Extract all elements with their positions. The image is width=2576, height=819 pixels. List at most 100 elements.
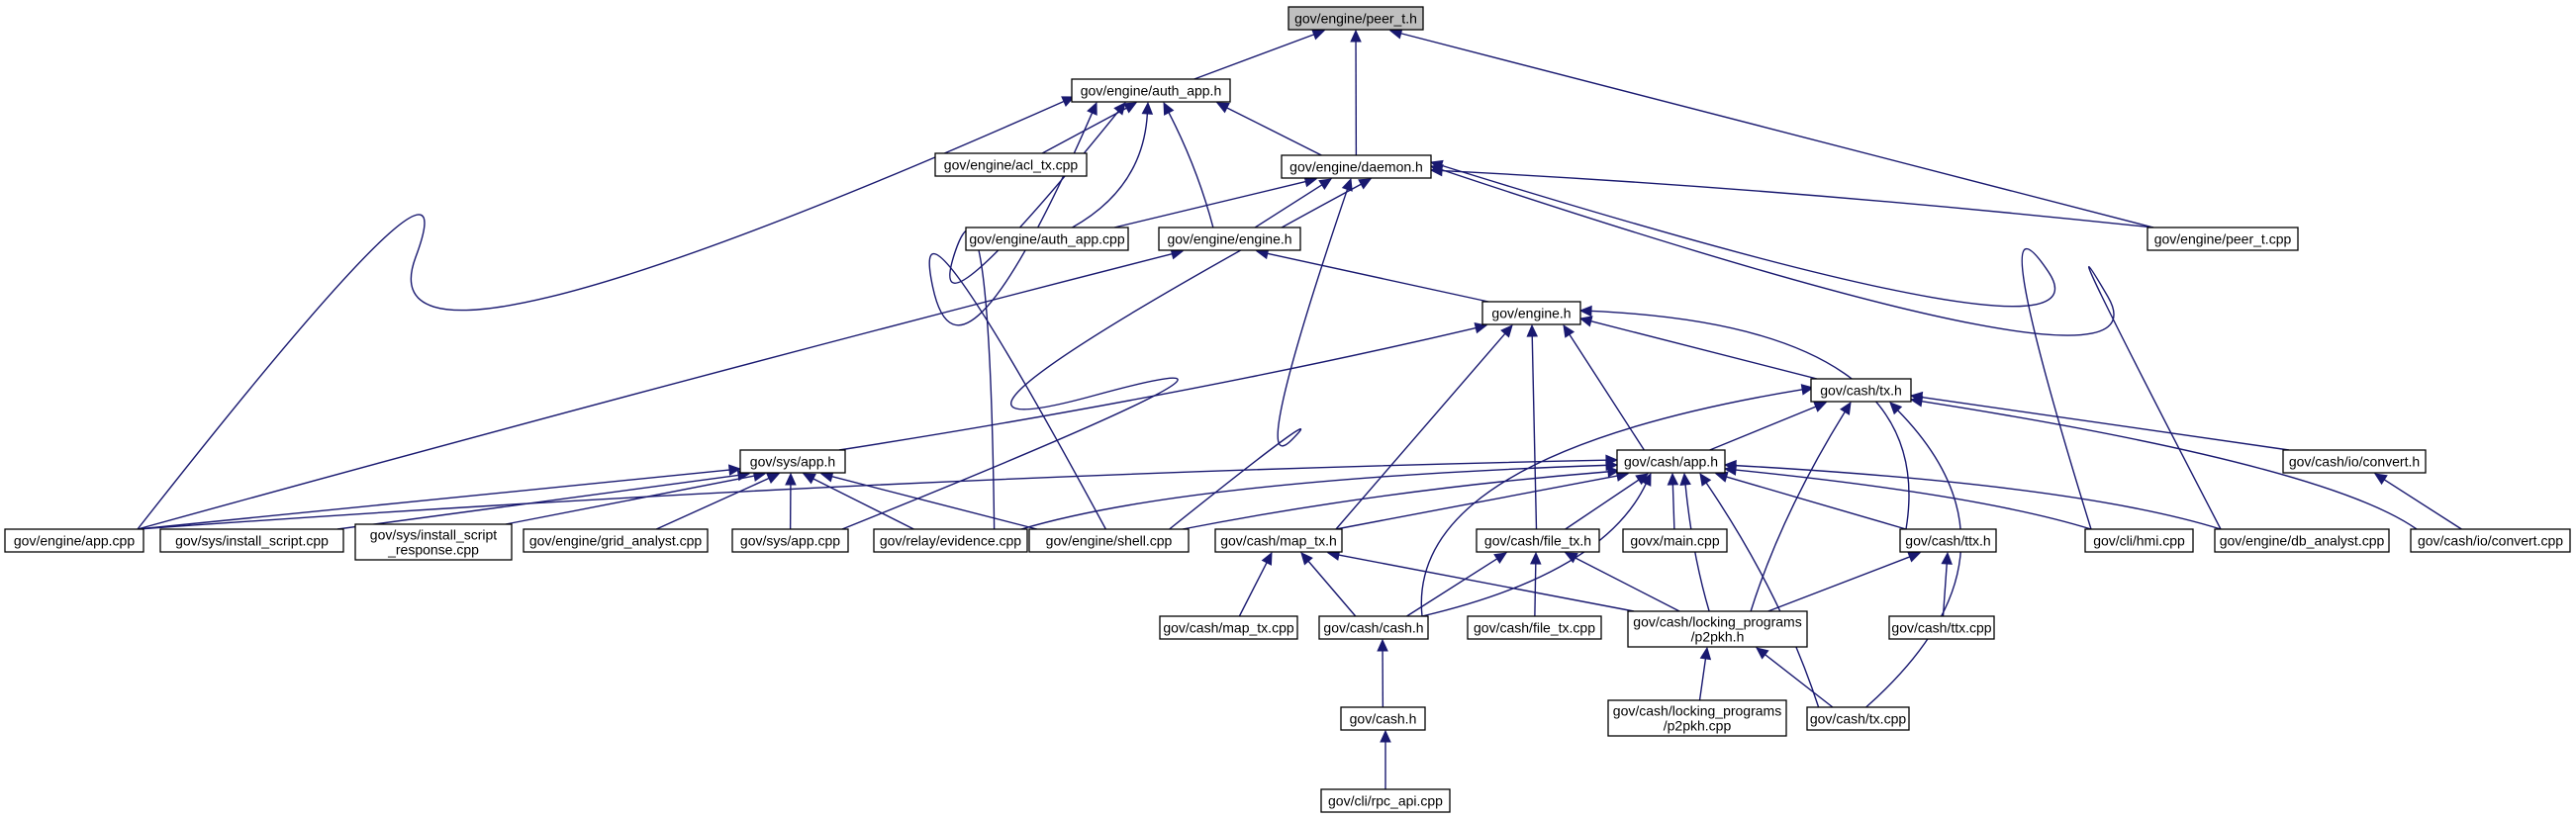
edge-line [505,475,755,525]
node-box[interactable] [1616,449,1726,474]
node-cash-tx-cpp[interactable]: gov/cash/tx.cpp [1806,706,1910,731]
node-box[interactable] [2410,528,2571,553]
node-label: gov/cash/io/convert.cpp [2418,533,2563,549]
node-label: gov/cash/locking_programs [1613,703,1781,719]
node-box[interactable] [1607,699,1787,737]
node-db-analyst-cpp[interactable]: gov/engine/db_analyst.cpp [2214,528,2390,553]
node-auth-app-h[interactable]: gov/engine/auth_app.h [1071,78,1231,103]
node-cash-tx-h[interactable]: gov/cash/tx.h [1810,378,1912,403]
node-box[interactable] [1071,78,1231,103]
node-cash-app-h[interactable]: gov/cash/app.h [1616,449,1726,474]
edge-line [1254,184,1323,228]
arrowhead-icon [1714,471,1729,483]
node-box[interactable] [2084,528,2194,553]
node-box[interactable] [1481,301,1581,325]
node-box[interactable] [965,227,1129,251]
node-label: gov/cash/map_tx.h [1220,533,1337,549]
node-box[interactable] [1627,610,1808,648]
edge-evidence_cpp-to-cash_app_h [1020,459,1619,530]
node-install-script-response-cpp[interactable]: gov/sys/install_script_response.cpp [354,523,513,561]
node-map-tx-cpp[interactable]: gov/cash/map_tx.cpp [1159,615,1298,640]
node-engine-engine-h[interactable]: gov/engine/engine.h [1158,227,1301,251]
edge-line [1182,471,1609,530]
node-box[interactable] [2282,449,2427,474]
node-file-tx-cpp[interactable]: gov/cash/file_tx.cpp [1467,615,1602,640]
arrowhead-icon [1113,102,1126,116]
node-box[interactable] [1476,528,1600,553]
node-box[interactable] [159,528,344,553]
node-label: gov/cli/hmi.cpp [2093,533,2185,549]
arrowhead-icon [1756,647,1769,660]
node-box[interactable] [1318,615,1429,640]
node-box[interactable] [1340,706,1426,731]
node-box[interactable] [1899,528,1997,553]
edge-line [1072,113,1149,228]
edge-line [137,253,1173,530]
node-box[interactable] [739,449,846,474]
node-box[interactable] [4,528,144,553]
node-auth-app-cpp[interactable]: gov/engine/auth_app.cpp [965,227,1129,251]
edge-line [1113,180,1306,228]
node-box[interactable] [1467,615,1602,640]
node-box[interactable] [1810,378,1912,403]
node-daemon-h[interactable]: gov/engine/daemon.h [1281,154,1432,179]
edge-line [1750,410,1846,612]
node-box[interactable] [1288,6,1424,31]
node-acl-tx-cpp[interactable]: gov/engine/acl_tx.cpp [934,152,1088,177]
node-map-tx-h[interactable]: gov/cash/map_tx.h [1214,528,1343,553]
node-box[interactable] [2147,227,2299,251]
node-box[interactable] [1888,615,1995,640]
node-io-convert-h[interactable]: gov/cash/io/convert.h [2282,449,2427,474]
node-box[interactable] [1281,154,1432,179]
node-file-tx-h[interactable]: gov/cash/file_tx.h [1476,528,1600,553]
node-p2pkh-cpp[interactable]: gov/cash/locking_programs/p2pkh.cpp [1607,699,1787,737]
node-install-script-cpp[interactable]: gov/sys/install_script.cpp [159,528,344,553]
node-box[interactable] [1622,528,1728,553]
node-box[interactable] [934,152,1088,177]
edge-line [1671,484,1675,530]
node-label: gov/engine/shell.cpp [1046,533,1173,549]
edge-line [1400,33,2154,228]
arrowhead-icon [1474,322,1488,334]
node-box[interactable] [354,523,513,561]
node-shell-cpp[interactable]: gov/engine/shell.cpp [1028,528,1190,553]
node-box[interactable] [1214,528,1343,553]
edge-evidence_cpp-to-sys_app_h [802,473,914,530]
node-govx-main-cpp[interactable]: govx/main.cpp [1622,528,1728,553]
node-ttx-h[interactable]: gov/cash/ttx.h [1899,528,1997,553]
node-hmi-cpp[interactable]: gov/cli/hmi.cpp [2084,528,2194,553]
arrowhead-icon [1667,472,1679,486]
node-p2pkh-h[interactable]: gov/cash/locking_programs/p2pkh.h [1627,610,1808,648]
node-label: gov/cash/locking_programs [1633,614,1801,630]
node-ttx-cpp[interactable]: gov/cash/ttx.cpp [1888,615,1995,640]
arrowhead-icon [1907,551,1922,563]
node-box[interactable] [1320,788,1451,813]
node-box[interactable] [1159,615,1298,640]
node-cash-h[interactable]: gov/cash.h [1340,706,1426,731]
node-box[interactable] [2214,528,2390,553]
edge-hmi_cpp-to-daemon_h [1429,159,2092,530]
edge-sys_app_cpp-to-sys_app_h [785,472,797,530]
node-io-convert-cpp[interactable]: gov/cash/io/convert.cpp [2410,528,2571,553]
node-rpc-api-cpp[interactable]: gov/cli/rpc_api.cpp [1320,788,1451,813]
node-peer-t-h[interactable]: gov/engine/peer_t.h [1288,6,1424,31]
edge-cash_tx_cpp-to-cash_app_h [1699,472,1820,708]
node-box[interactable] [873,528,1028,553]
graph-nodes: gov/engine/peer_t.h gov/engine/auth_app.h… [4,6,2571,813]
node-box[interactable] [523,528,709,553]
arrowhead-icon [1358,178,1373,190]
node-engine-h[interactable]: gov/engine.h [1481,301,1581,325]
node-box[interactable] [1806,706,1910,731]
node-label: gov/relay/evidence.cpp [880,533,1021,549]
node-box[interactable] [1028,528,1190,553]
node-evidence-cpp[interactable]: gov/relay/evidence.cpp [873,528,1028,553]
node-grid-analyst-cpp[interactable]: gov/engine/grid_analyst.cpp [523,528,709,553]
node-sys-app-h[interactable]: gov/sys/app.h [739,449,846,474]
edge-line [2383,479,2462,530]
node-engine-app-cpp[interactable]: gov/engine/app.cpp [4,528,144,553]
node-box[interactable] [731,528,849,553]
node-cash-cash-h[interactable]: gov/cash/cash.h [1318,615,1429,640]
node-peer-t-cpp[interactable]: gov/engine/peer_t.cpp [2147,227,2299,251]
node-box[interactable] [1158,227,1301,251]
node-sys-app-cpp[interactable]: gov/sys/app.cpp [731,528,849,553]
